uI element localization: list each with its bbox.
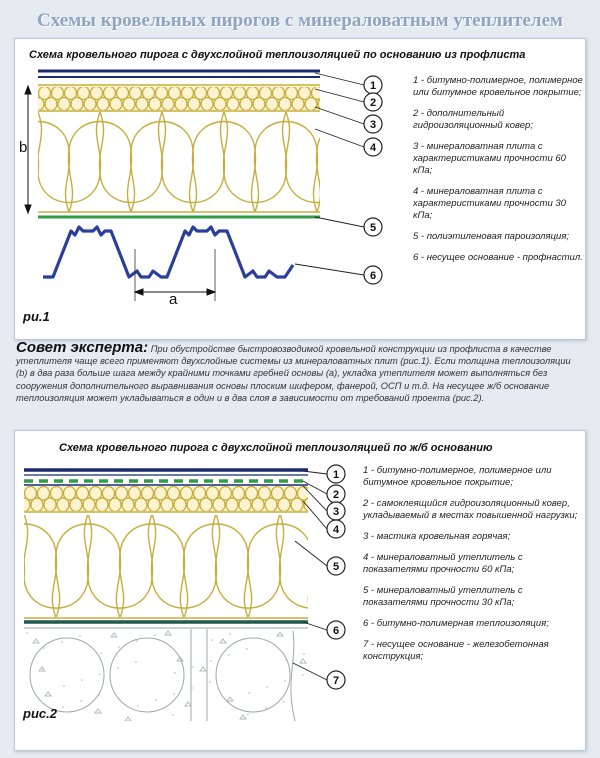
callout-number: 3 — [333, 506, 339, 518]
dimension-b — [24, 84, 32, 215]
dimension-a-label: a — [169, 291, 178, 308]
profiled-sheet — [43, 225, 295, 279]
callout-number: 2 — [370, 97, 376, 109]
callout-number: 5 — [370, 222, 376, 234]
diagram-2-card: Схема кровельного пирога с двухслойной т… — [14, 430, 586, 751]
wool-insulation-30 — [24, 514, 308, 619]
concrete-slab — [24, 627, 308, 721]
legend-2-item: 6 - битумно-полимерная теплоизоляция; — [363, 618, 549, 629]
callout-number: 7 — [333, 675, 339, 687]
legend-2-item: 3 - мастика кровельная горячая; — [363, 531, 511, 542]
diagram-1-label: ри.1 — [23, 309, 50, 324]
legend-1-item: 5 - полиэтиленовая пароизоляция; — [413, 231, 570, 242]
diagram-2-title: Схема кровельного пирога с двухслойной т… — [59, 442, 493, 454]
diagram-1-legend: 1 - битумно-полимерное, полимерное или б… — [413, 75, 583, 273]
callout-number: 6 — [370, 270, 376, 282]
legend-2-item: 7 - несущее основание - железобетонная к… — [363, 639, 549, 662]
diagram-1-drawing: 1 2 3 4 5 6 — [24, 69, 383, 301]
callout-number: 3 — [370, 119, 376, 131]
legend-1-item: 3 - минераловатная плита с характеристик… — [413, 141, 566, 176]
callout-number: 2 — [333, 489, 339, 501]
wool-plate-30 — [38, 112, 320, 213]
legend-1-item: 1 - битумно-полимерное, полимерное или б… — [413, 75, 583, 98]
callout-number: 4 — [333, 524, 340, 536]
diagram-1-title: Схема кровельного пирога с двухслойной т… — [29, 49, 526, 61]
legend-2-item: 1 - битумно-полимерное, полимерное или б… — [363, 465, 552, 488]
diagram-2-leaders: 1 2 3 4 5 6 7 — [292, 464, 346, 690]
legend-1-item: 2 - дополнительный гидроизоляционный ков… — [413, 108, 533, 131]
wool-plate-60 — [38, 86, 320, 112]
roofing-layer — [38, 69, 320, 78]
callout-number: 4 — [370, 142, 377, 154]
callout-number: 1 — [333, 469, 339, 481]
legend-1-item: 6 - несущее основание - профнастил. — [413, 252, 583, 263]
diagram-2-label: рис.2 — [23, 706, 57, 721]
callout-number: 6 — [333, 625, 339, 637]
legend-2-item: 5 - минераловатный утеплитель с показате… — [363, 585, 523, 608]
diagram-1-leaders: 1 2 3 4 5 6 — [294, 72, 383, 285]
diagram-2-drawing: 1 2 3 4 5 6 7 — [24, 464, 346, 721]
legend-2-item: 2 - самоклеящийся гидроизоляционный кове… — [363, 498, 578, 521]
page-title: Схемы кровельных пирогов с минераловатны… — [37, 10, 563, 31]
dimension-b-label: b — [19, 139, 28, 156]
expert-advice-heading: Совет эксперта: — [16, 339, 149, 356]
expert-advice-text: При обустройстве быстровозводимой кровел… — [16, 344, 571, 403]
callout-number: 1 — [370, 80, 376, 92]
diagram-1-card: Схема кровельного пирога с двухслойной т… — [14, 38, 586, 340]
legend-1-item: 4 - минераловатная плита с характеристик… — [413, 186, 566, 221]
dimension-a — [133, 249, 217, 301]
diagram-2-legend: 1 - битумно-полимерное, полимерное или б… — [363, 465, 581, 672]
expert-advice: Совет эксперта: При обустройстве быстров… — [16, 339, 584, 404]
callout-number: 5 — [333, 561, 339, 573]
roofing-layer — [24, 468, 308, 476]
legend-2-item: 4 - минераловатный утеплитель с показате… — [363, 552, 523, 575]
wool-insulation-60 — [24, 486, 308, 513]
